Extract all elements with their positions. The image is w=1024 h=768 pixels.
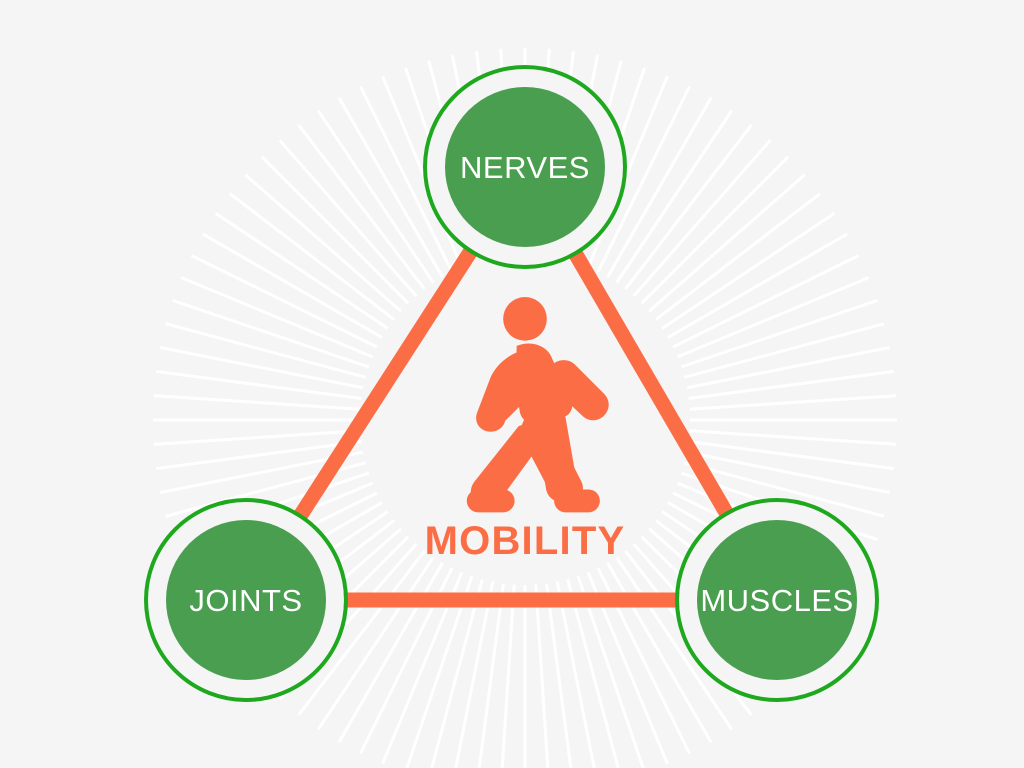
sunburst-ray <box>606 97 713 278</box>
node-label-muscles: MUSCLES <box>700 583 853 618</box>
sunburst-ray <box>586 75 669 269</box>
sunburst-ray <box>159 345 364 390</box>
sunburst-ray <box>297 123 426 291</box>
sunburst-ray <box>430 578 484 768</box>
sunburst-ray <box>359 85 454 273</box>
sunburst-ray <box>640 155 790 305</box>
sunburst-ray <box>688 440 895 471</box>
sunburst-ray <box>172 298 370 369</box>
sunburst-ray <box>672 254 860 349</box>
sunburst-ray <box>624 123 753 291</box>
sunburst-ray <box>689 394 897 411</box>
sunburst-ray <box>180 276 374 359</box>
node-label-joints: JOINTS <box>189 583 302 618</box>
sunburst-ray <box>153 394 361 411</box>
node-joints[interactable]: JOINTS <box>144 498 348 702</box>
sunburst-ray <box>317 556 435 731</box>
sunburst-ray <box>317 109 435 284</box>
sunburst-ray <box>454 581 495 768</box>
node-outer-ring <box>144 498 348 702</box>
sunburst-ray <box>596 85 691 273</box>
center-title: MOBILITY <box>425 519 626 563</box>
sunburst-ray <box>155 440 362 471</box>
sunburst-ray <box>477 583 505 768</box>
sunburst-ray <box>500 584 516 768</box>
sunburst-ray <box>683 461 885 518</box>
node-label-nerves: NERVES <box>460 150 590 185</box>
sunburst-ray <box>545 583 573 768</box>
sunburst-ray <box>576 575 645 768</box>
sunburst-ray <box>680 298 878 369</box>
node-disc[interactable] <box>445 87 605 247</box>
sunburst-ray <box>676 276 870 359</box>
sunburst-ray <box>615 109 733 284</box>
sunburst-ray <box>566 578 620 768</box>
sunburst-ray <box>190 254 378 349</box>
sunburst-ray <box>202 232 383 339</box>
sunburst-ray <box>244 173 402 313</box>
node-outer-ring <box>675 498 879 702</box>
sunburst-ray <box>654 192 822 321</box>
sunburst-ray <box>648 173 806 313</box>
sunburst-ray <box>534 584 550 768</box>
node-nerves[interactable]: NERVES <box>423 65 627 269</box>
sunburst-ray <box>214 212 389 330</box>
sunburst-ray <box>555 581 596 768</box>
sunburst-ray <box>667 232 848 339</box>
node-outer-ring <box>423 65 627 269</box>
sunburst-ray <box>155 369 362 400</box>
sunburst-ray <box>686 450 891 495</box>
sunburst-ray <box>153 429 361 446</box>
sunburst-ray <box>689 429 897 446</box>
sunburst-ray <box>661 212 836 330</box>
sunburst-ray <box>297 549 426 717</box>
sunburst-ray <box>337 97 444 278</box>
sunburst-ray <box>615 556 733 731</box>
sunburst-ray <box>228 192 396 321</box>
sunburst-ray <box>686 345 891 390</box>
node-muscles[interactable]: MUSCLES <box>675 498 879 702</box>
node-group: NERVES JOINTS MUSCLES <box>144 65 879 702</box>
node-disc[interactable] <box>697 520 857 680</box>
sunburst-ray <box>683 322 885 379</box>
walking-person-icon <box>466 297 609 513</box>
sunburst-ray <box>381 75 464 269</box>
sunburst-ray <box>260 155 410 305</box>
sunburst-ray <box>405 575 474 768</box>
node-disc[interactable] <box>166 520 326 680</box>
sunburst-ray <box>278 139 418 297</box>
sunburst-ray <box>165 322 367 379</box>
sunburst-ray <box>632 139 772 297</box>
sunburst-ray <box>688 369 895 400</box>
